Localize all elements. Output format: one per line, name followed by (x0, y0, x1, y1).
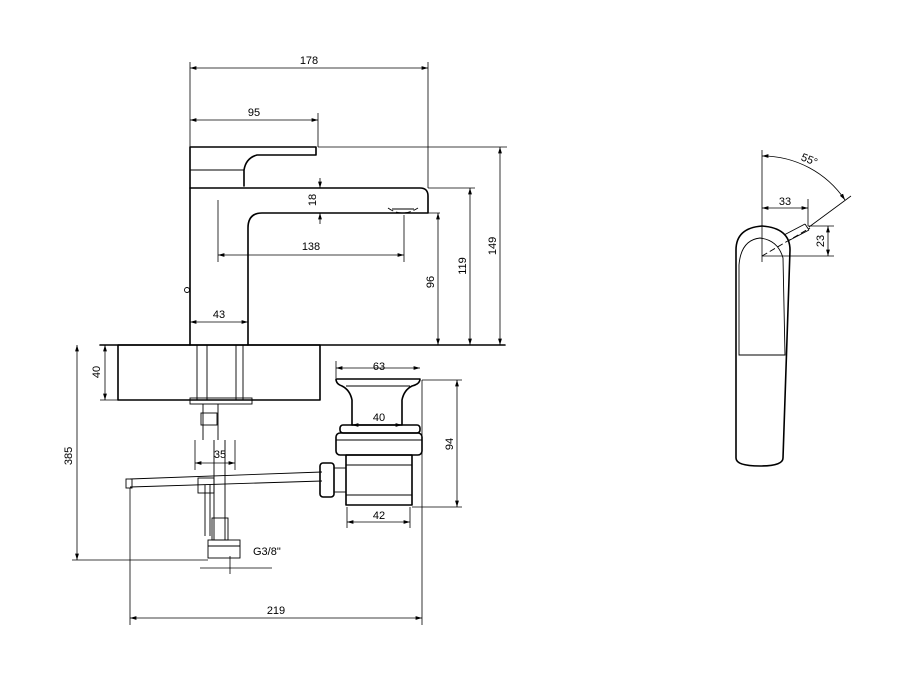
shank (189, 345, 253, 440)
deck-plate (117, 344, 321, 401)
label-overall-length: 178 (300, 55, 318, 67)
label-spout-gap: 18 (307, 194, 319, 206)
label-total-height: 149 (487, 237, 499, 255)
faucet-side-view (99, 146, 506, 559)
label-lever-length: 95 (248, 107, 260, 119)
label-handle-angle: 55° (799, 152, 819, 169)
label-spout-height: 96 (425, 276, 437, 288)
dimension-lines (72, 62, 507, 625)
side-knob (184, 287, 190, 293)
front-body-outline (735, 225, 791, 467)
label-waste-top-width: 63 (373, 361, 385, 373)
faucet-body-outline (189, 187, 429, 346)
faucet-lever (189, 146, 317, 189)
label-waste-inner-width: 40 (373, 412, 385, 424)
pop-up-rod (125, 471, 323, 536)
handle-axis-line (761, 227, 811, 257)
waste-assembly (319, 378, 423, 506)
label-deck-thickness: 40 (91, 366, 103, 378)
label-outlet-height: 119 (457, 257, 469, 275)
label-tail-width: 35 (214, 449, 226, 461)
label-handle-rise: 23 (815, 235, 827, 247)
faucet-front-view (735, 150, 852, 467)
label-rod-length: 219 (267, 605, 285, 617)
label-waste-body-width: 42 (373, 510, 385, 522)
label-spout-reach: 138 (302, 241, 320, 253)
dimension-labels: 178 95 18 138 96 119 149 43 40 385 63 40… (63, 55, 827, 617)
label-base-width: 43 (213, 309, 225, 321)
label-handle-offset: 33 (779, 196, 791, 208)
front-lever-outline (738, 237, 786, 356)
label-connection-thread: G3/8" (253, 546, 281, 558)
label-total-depth: 385 (63, 447, 75, 465)
label-waste-height: 94 (444, 438, 456, 450)
handle-stub (783, 223, 810, 242)
